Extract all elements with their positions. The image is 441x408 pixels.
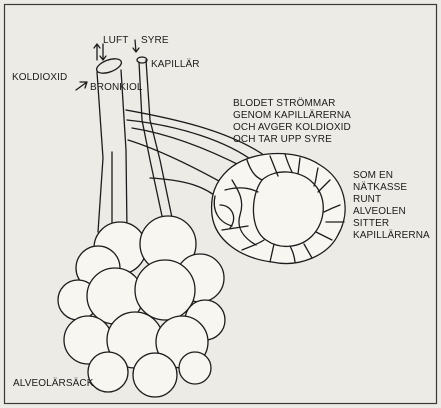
label-blodet-line: OCH AVGER KOLDIOXID bbox=[233, 122, 351, 134]
label-blodet-line: OCH TAR UPP SYRE bbox=[233, 134, 351, 146]
label-natkasse-line: KAPILLÄRERNA bbox=[353, 230, 430, 242]
label-blodet-line: GENOM KAPILLÄRERNA bbox=[233, 110, 351, 122]
label-natkasse-line: RUNT bbox=[353, 194, 430, 206]
label-koldioxid: KOLDIOXID bbox=[12, 72, 67, 83]
label-natkasse-line: NÄTKASSE bbox=[353, 182, 430, 194]
label-luft: LUFT bbox=[103, 35, 128, 46]
label-alveolarsack: ALVEOLÄRSÄCK bbox=[13, 378, 94, 389]
label-bronkiol: BRONKIOL bbox=[90, 82, 142, 93]
label-kapillar: KAPILLÄR bbox=[151, 59, 200, 70]
label-syre: SYRE bbox=[141, 35, 169, 46]
alveolus-capillary-net bbox=[212, 154, 346, 264]
label-natkasse: SOM EN NÄTKASSE RUNT ALVEOLEN SITTER KAP… bbox=[353, 170, 430, 242]
label-natkasse-line: SOM EN bbox=[353, 170, 430, 182]
label-natkasse-line: ALVEOLEN bbox=[353, 206, 430, 218]
alveolar-sac-cluster bbox=[58, 216, 225, 397]
label-blodet-line: BLODET STRÖMMAR bbox=[233, 98, 351, 110]
label-blodet: BLODET STRÖMMAR GENOM KAPILLÄRERNA OCH A… bbox=[233, 98, 351, 146]
label-natkasse-line: SITTER bbox=[353, 218, 430, 230]
